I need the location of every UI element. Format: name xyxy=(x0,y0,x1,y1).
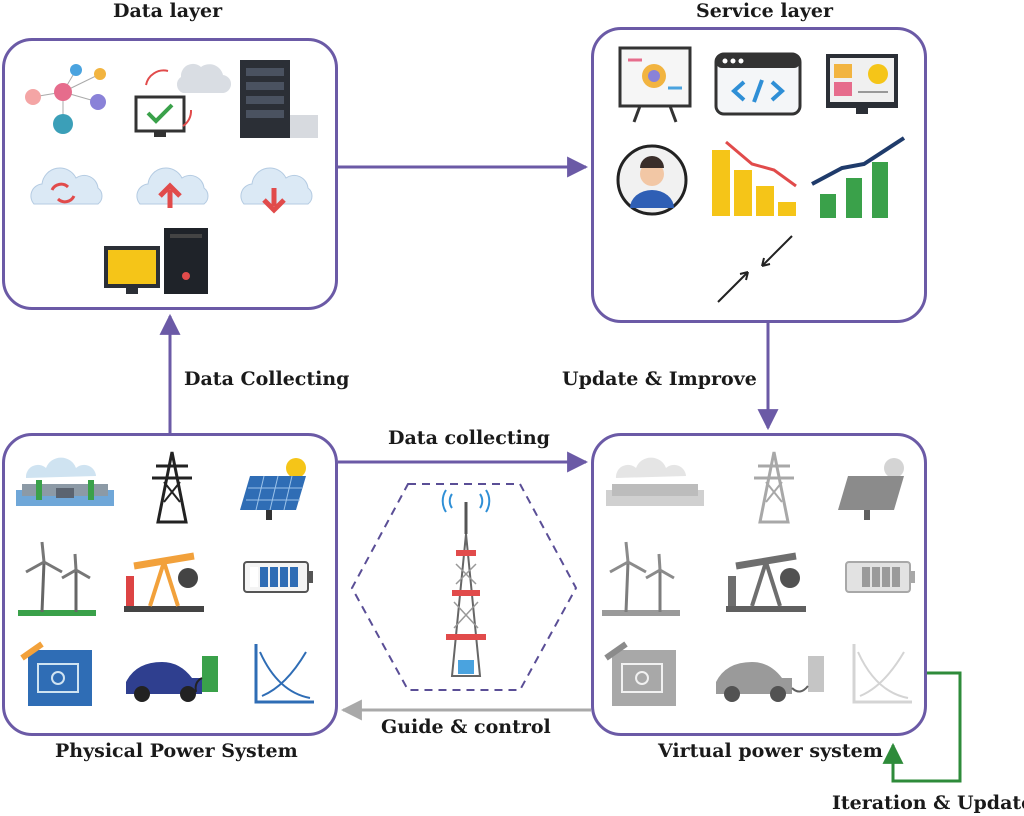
code-window-icon xyxy=(714,52,802,116)
converging-arrows-icon xyxy=(717,235,793,303)
update-improve-label: Update & Improve xyxy=(562,368,757,390)
blueprint-icon xyxy=(20,641,92,706)
battery-icon xyxy=(845,561,915,593)
battery-icon xyxy=(243,561,313,593)
virtual-system-title: Virtual power system xyxy=(658,740,883,762)
oil-pump-jack-icon xyxy=(726,552,806,612)
data-layer-title: Data layer xyxy=(113,0,223,22)
hydro-dam-icon xyxy=(16,457,114,506)
data-collecting-vertical-label: Data Collecting xyxy=(184,368,350,390)
cloud-upload-icon xyxy=(136,167,209,208)
wind-turbine-icon xyxy=(18,541,96,616)
transmission-tower-icon xyxy=(754,451,794,524)
dashboard-monitor-icon xyxy=(826,54,898,114)
arrow-iteration-loop xyxy=(882,671,962,783)
curve-chart-icon xyxy=(254,644,314,704)
service-layer-title: Service layer xyxy=(696,0,834,22)
electric-car-charging-icon xyxy=(716,656,824,702)
cloud-sync-icon xyxy=(30,167,103,205)
oil-pump-jack-icon xyxy=(124,552,204,612)
transmission-tower-icon xyxy=(152,451,192,524)
user-avatar-icon xyxy=(616,144,688,216)
desktop-computer-icon xyxy=(104,228,208,294)
declining-bar-chart-icon xyxy=(712,140,797,216)
hydro-dam-icon xyxy=(606,457,704,506)
blueprint-icon xyxy=(604,641,676,706)
virtual-icons xyxy=(602,451,915,706)
guide-control-label: Guide & control xyxy=(381,716,551,738)
cloud-download-icon xyxy=(240,167,313,214)
curve-chart-icon xyxy=(852,644,912,704)
user-network-icon xyxy=(25,64,106,134)
electric-car-charging-icon xyxy=(126,656,218,702)
wind-turbine-icon xyxy=(602,541,680,616)
data-collecting-horizontal-label: Data collecting xyxy=(388,427,550,449)
computer-sync-cloud-icon xyxy=(134,63,232,137)
physical-system-title: Physical Power System xyxy=(55,740,298,762)
presentation-board-icon xyxy=(618,46,692,123)
server-rack-icon xyxy=(240,60,318,138)
iteration-update-label: Iteration & Update xyxy=(832,792,1024,814)
solar-panel-icon xyxy=(240,458,306,520)
communication-tower-icon xyxy=(441,489,491,677)
solar-panel-icon xyxy=(838,458,904,520)
rising-bar-chart-icon xyxy=(811,136,906,218)
center-hexagon xyxy=(350,483,578,691)
